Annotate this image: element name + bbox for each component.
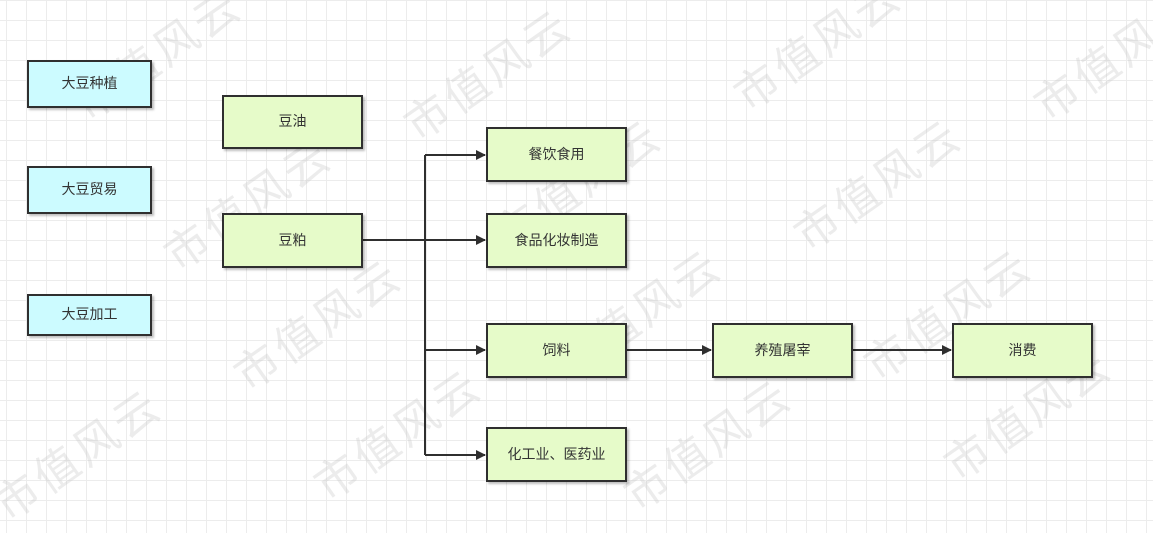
watermark: 市值风云 [615,369,802,522]
watermark: 市值风云 [1025,0,1153,132]
watermark: 市值风云 [305,359,492,512]
node-processing[interactable]: 大豆加工 [27,294,152,336]
watermark: 市值风云 [0,379,172,532]
node-livestock[interactable]: 养殖屠宰 [712,323,853,378]
node-trade[interactable]: 大豆贸易 [27,166,152,214]
node-chemical-pharma[interactable]: 化工业、医药业 [486,427,627,482]
node-soybean-oil[interactable]: 豆油 [222,95,363,149]
node-soybean-meal[interactable]: 豆粕 [222,213,363,268]
node-consumption[interactable]: 消费 [952,323,1093,378]
node-planting[interactable]: 大豆种植 [27,60,152,108]
node-catering[interactable]: 餐饮食用 [486,127,627,182]
node-feed[interactable]: 饲料 [486,323,627,378]
watermark: 市值风云 [785,109,972,262]
watermark: 市值风云 [725,0,912,122]
node-food-cosmetics[interactable]: 食品化妆制造 [486,213,627,268]
